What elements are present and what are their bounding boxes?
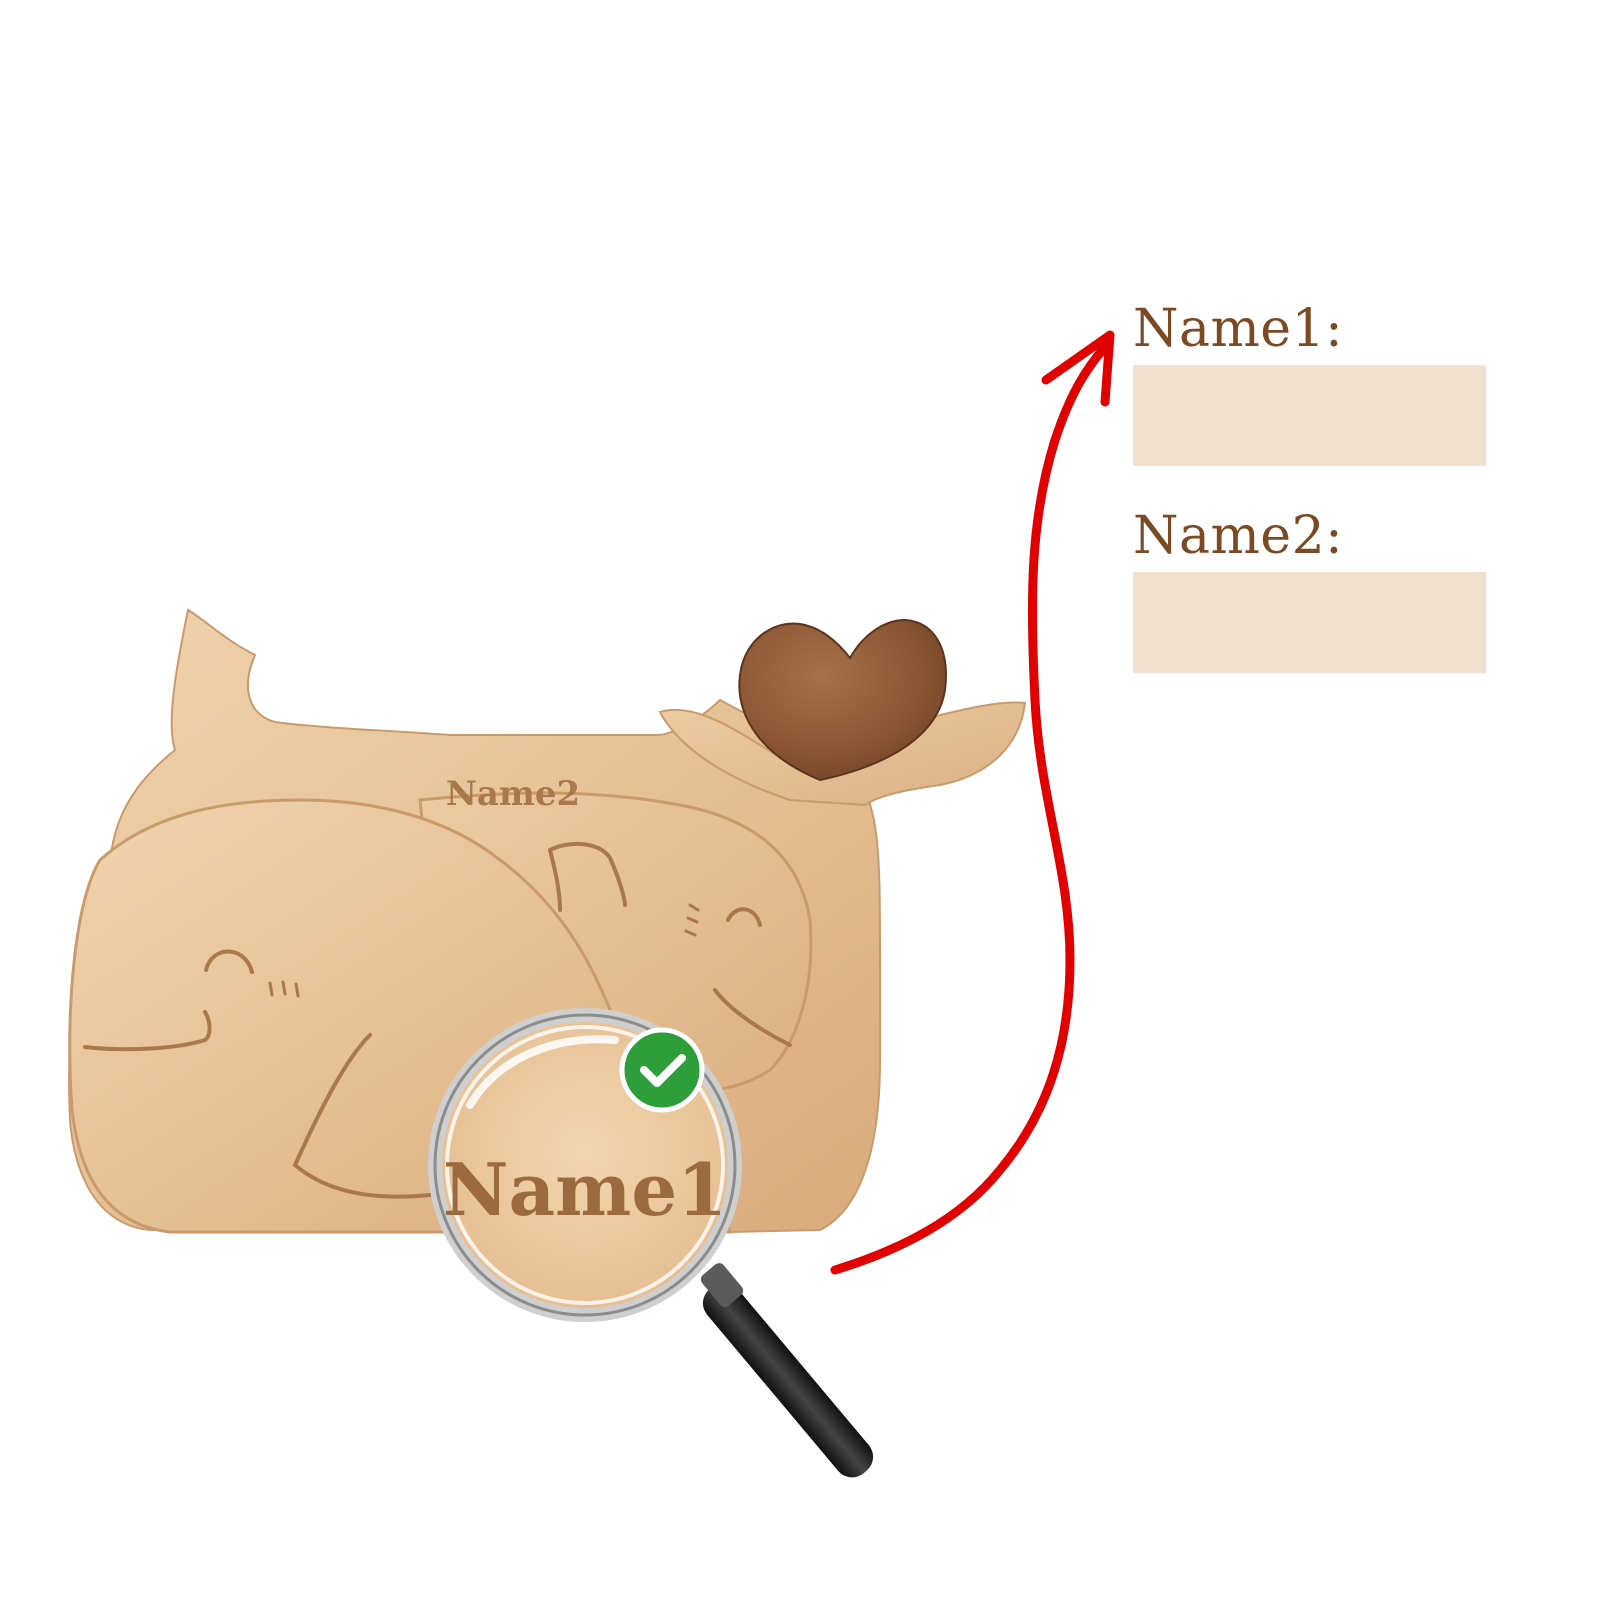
heart-icon [738,618,947,782]
name1-label: Name1: [1133,299,1344,359]
red-arrow-icon [830,330,1115,1275]
engraving-name1: Name1 [443,1147,728,1232]
engraving-name2: Name2 [446,774,580,814]
name2-input[interactable] [1133,572,1486,673]
check-icon [619,1027,705,1113]
name2-label: Name2: [1133,506,1344,566]
name1-input[interactable] [1133,365,1486,466]
